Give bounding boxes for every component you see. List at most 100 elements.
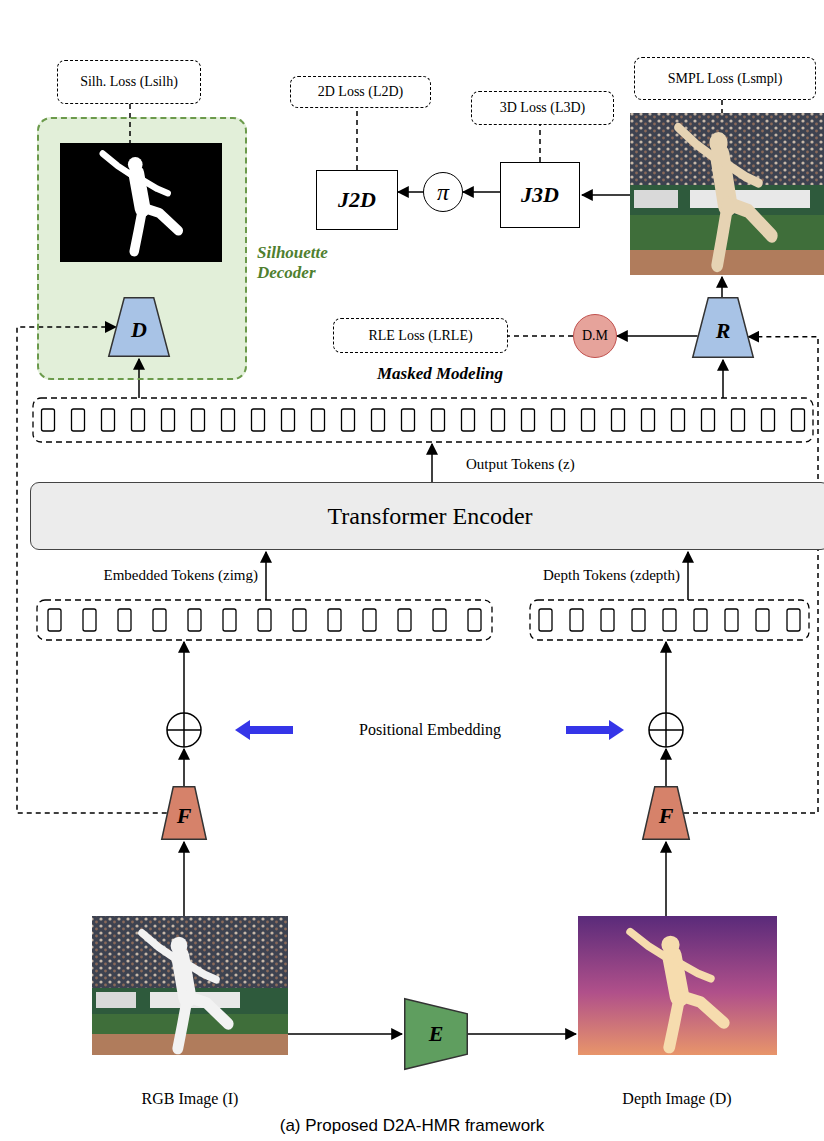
rgb-image	[142, 933, 228, 1049]
rgb-image	[92, 1014, 288, 1034]
joints-box: J2D	[316, 170, 398, 230]
decoder-block: D	[108, 297, 170, 357]
connector	[463, 191, 500, 193]
feature-extractor: F	[161, 786, 207, 840]
silhouette-image	[103, 154, 179, 252]
depth-image	[578, 916, 777, 1055]
loss-box: RLE Loss (LRLE)	[333, 318, 508, 353]
flow-arrows	[129, 104, 131, 143]
plus-symbols	[649, 713, 683, 747]
flow-arrows	[468, 1033, 576, 1035]
node-label: F	[659, 803, 674, 829]
node-label: F	[177, 803, 192, 829]
positional-arrows	[566, 726, 611, 734]
node-label: Transformer Encoder	[327, 503, 532, 530]
joints-box: J3D	[500, 162, 580, 228]
depth-image	[578, 916, 777, 1055]
figure-caption: (a) Proposed D2A-HMR framework	[280, 1116, 545, 1136]
embedding-label: Positional Embedding	[359, 721, 501, 739]
positional-arrows	[235, 720, 624, 740]
flow-arrows	[665, 749, 667, 786]
flow-arrows	[721, 100, 723, 113]
node-label: π	[437, 179, 449, 206]
token-label: Embedded Tokens (zimg)	[104, 567, 258, 584]
block-outline	[693, 298, 754, 358]
silhouette-image	[60, 143, 222, 262]
smpl-render-image	[630, 250, 824, 275]
connector	[508, 335, 573, 337]
token-bars	[37, 600, 492, 640]
block-outline	[405, 999, 468, 1070]
block-outline	[643, 787, 690, 840]
block-outline	[109, 298, 170, 357]
smpl-render-image	[630, 113, 824, 275]
connector	[684, 337, 818, 813]
flow-arrows	[288, 1033, 402, 1035]
block-outline	[162, 787, 207, 840]
depth-estimator: E	[404, 998, 468, 1070]
decoder-region: DSilhouette Decoder	[37, 117, 247, 380]
flow-arrows	[665, 642, 667, 713]
silhouette-image	[60, 143, 222, 262]
flow-arrows	[183, 749, 185, 786]
depth-image	[630, 932, 724, 1048]
smpl-render-image	[634, 190, 678, 208]
plus-symbols	[167, 713, 201, 747]
decoder-region-fill	[37, 117, 247, 380]
flow-arrows	[265, 552, 267, 600]
module-circle: D.M	[573, 314, 617, 358]
feature-extractor: F	[642, 786, 690, 840]
positional-arrows	[609, 720, 624, 740]
loss-box: Silh. Loss (Lsilh)	[57, 60, 201, 104]
smpl-render-image	[678, 127, 772, 265]
plus-symbols	[167, 713, 201, 747]
regressor-block: R	[692, 297, 754, 358]
node-label: D	[131, 317, 147, 343]
flow-arrows	[582, 194, 630, 196]
connector	[398, 191, 423, 193]
loss-box: 2D Loss (L2D)	[290, 76, 431, 108]
flow-arrows	[431, 444, 433, 482]
node-label: SMPL Loss (Lsmpl)	[668, 71, 783, 87]
token-bars	[530, 600, 809, 640]
image-label: Depth Image (D)	[622, 1090, 731, 1108]
connector	[539, 125, 541, 162]
flow-arrows	[665, 842, 667, 916]
plus-symbols	[167, 713, 683, 747]
node-label: R	[716, 318, 731, 344]
token-bars	[33, 398, 813, 442]
image-label: RGB Image (I)	[142, 1090, 239, 1108]
token-label: Depth Tokens (zdepth)	[543, 567, 680, 584]
rgb-image	[92, 916, 288, 1055]
flow-arrows	[687, 552, 689, 600]
flow-arrows	[722, 360, 724, 398]
loss-box: SMPL Loss (Lsmpl)	[634, 57, 816, 100]
positional-arrows	[248, 726, 293, 734]
flow-arrows	[183, 642, 185, 713]
projection-circle: π	[423, 172, 463, 212]
flow-arrows	[721, 277, 723, 297]
loss-box: 3D Loss (L3D)	[471, 91, 614, 125]
encoder-box: Transformer Encoder	[30, 482, 824, 550]
node-label: 3D Loss (L3D)	[500, 100, 586, 116]
node-label: J3D	[521, 182, 559, 208]
rgb-image	[92, 916, 288, 1055]
region-heading: Silhouette Decoder	[257, 243, 349, 284]
node-label: Silh. Loss (Lsilh)	[80, 74, 178, 90]
smpl-render-image	[630, 113, 824, 275]
positional-arrows	[235, 720, 250, 740]
connector	[617, 335, 698, 337]
rgb-image	[96, 992, 136, 1008]
node-label: RLE Loss (LRLE)	[368, 328, 472, 344]
node-label: D.M	[582, 328, 608, 344]
plus-symbols	[649, 713, 683, 747]
token-label: Output Tokens (z)	[466, 456, 575, 473]
node-label: 2D Loss (L2D)	[318, 84, 404, 100]
flow-arrows	[183, 842, 185, 916]
node-label: J2D	[338, 187, 376, 213]
rgb-image	[92, 1034, 288, 1055]
section-label: Masked Modeling	[377, 364, 503, 384]
connector	[356, 108, 358, 170]
